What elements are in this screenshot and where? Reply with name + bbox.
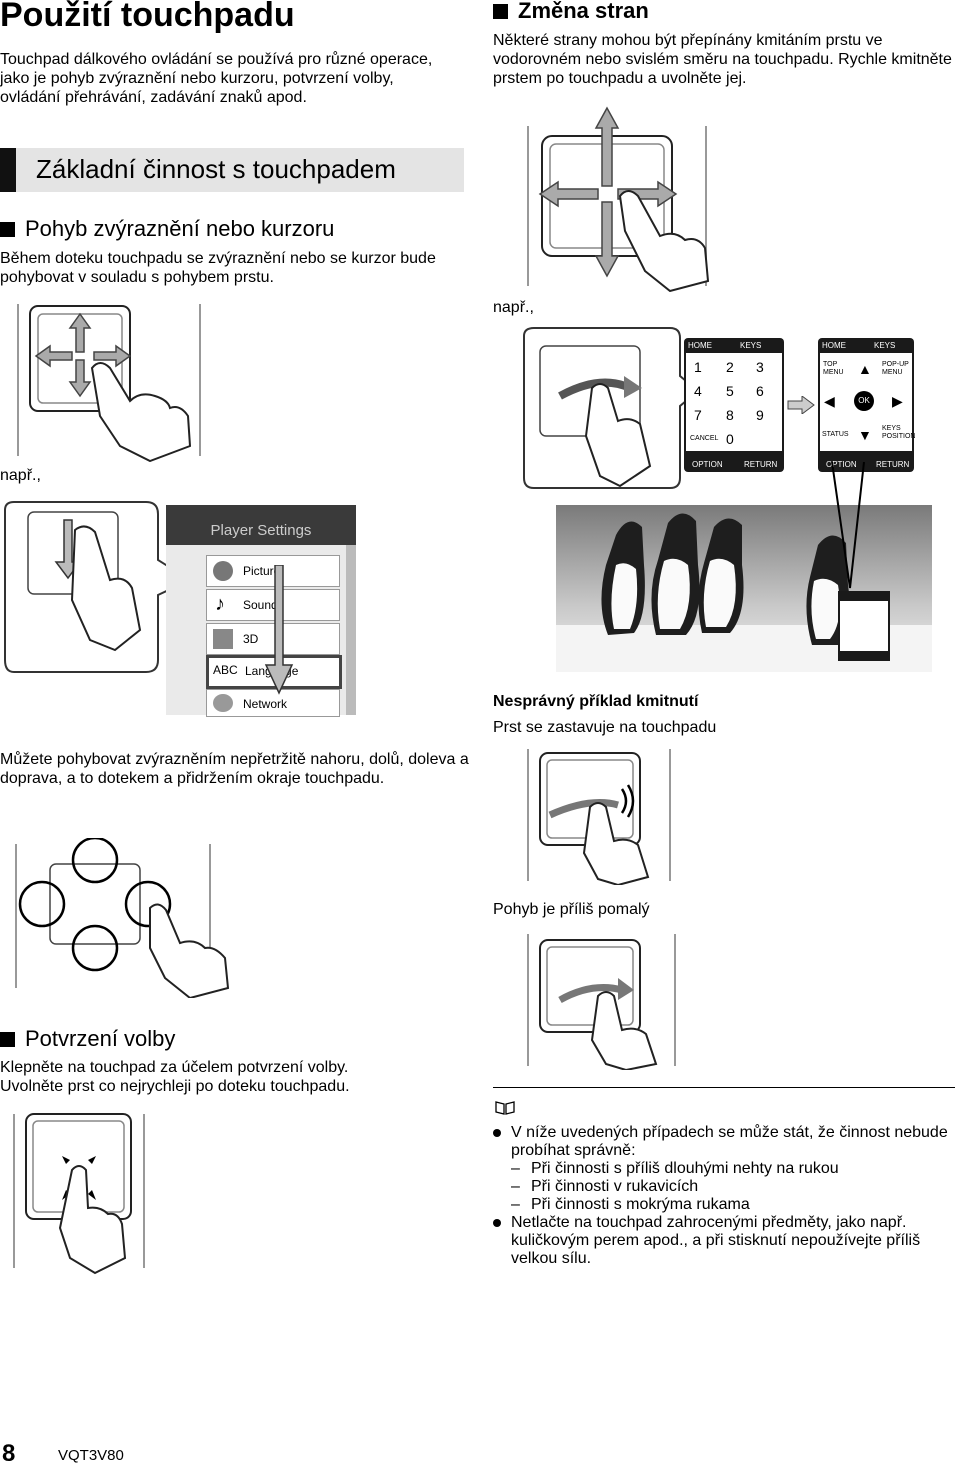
hand-icon [149,903,230,998]
hand-icon [618,190,710,292]
intro-text: Touchpad dálkového ovládání se používá p… [0,51,433,106]
arrow-down-icon [264,565,294,695]
move-cursor-heading: Pohyb zvýraznění nebo kurzoru [25,216,335,241]
wrong-heading: Nesprávný příklad kmitnutí [493,693,699,710]
section-header-bg [0,148,464,192]
bullet-icon [493,1219,501,1227]
page-number: 8 [2,1440,16,1467]
notes-list: V níže uvedených případech se může stát,… [493,1124,953,1268]
circle-top-icon [71,838,119,884]
hand-icon [90,362,192,462]
nav-option-label: OPTION [826,460,857,469]
abc-icon: ABC [213,663,238,677]
eg-label-right: např., [493,299,534,316]
hand-icon [582,802,650,885]
cube-icon [213,629,233,649]
left-triangle-icon: ◀ [824,393,835,409]
hand-icon [70,525,142,652]
bullet-icon [493,1129,501,1137]
touchpad-stop-illustration [527,749,671,885]
note-item: Netlačte na touchpad zahrocenými předmět… [493,1214,953,1268]
globe-icon [213,694,233,712]
picture-icon [213,561,233,581]
section-heading: Základní činnost s touchpadem [36,154,396,184]
page-title: Použití touchpadu [0,0,295,34]
keypad-keys-label: KEYS [740,341,762,350]
book-icon [495,1101,515,1115]
four-way-arrow-icon [538,106,678,278]
hand-icon [590,991,658,1070]
player-settings-menu: Player Settings Picture Sound ♪ 3D Langu… [166,505,356,717]
menu-item-picture[interactable]: Picture [206,555,340,587]
square-bullet-icon [0,1032,15,1048]
note-subitem: –Při činnosti s příliš dlouhými nehty na… [511,1160,839,1177]
move-cursor-heading-row: Pohyb zvýraznění nebo kurzoru [0,216,334,242]
vibration-icon [620,784,635,818]
music-note-icon: ♪ [215,593,225,615]
square-bullet-icon [0,222,15,238]
touchpad-swipe-right-illustration [523,327,690,489]
circle-bottom-icon [71,924,119,972]
note-subitem: –Při činnosti s mokrýma rukama [511,1196,750,1213]
nav-home-label: HOME [822,341,846,350]
keypad-home-label: HOME [688,341,712,350]
nav-grid: TOP MENU ▲ POP-UP MENU ◀ OK ▶ STATUS ▼ K… [820,353,915,451]
four-way-arrow-icon [34,312,132,398]
note-subitem: –Při činnosti v rukavicích [511,1178,699,1195]
touchpad-flick-illustration [527,106,710,292]
note-item: V níže uvedených případech se může stát,… [493,1124,953,1160]
arrow-right-icon [618,978,634,1000]
keypad-option-label: OPTION [692,460,723,469]
keypad-grid: 1 2 3 4 5 6 7 8 9 CANCEL 0 [686,353,782,451]
callout-pointer [831,462,865,589]
nav-keys-label: KEYS [874,341,896,350]
eg-label-left: např., [0,467,41,484]
hand-icon [58,1165,127,1275]
keypad-panel: HOME KEYS 1 2 3 4 5 6 7 8 9 CANCEL 0 OPT… [684,338,784,472]
confirm-line2: Uvolněte prst co nejrychleji po doteku t… [0,1078,350,1095]
down-triangle-icon: ▼ [858,427,872,443]
ok-button-icon: OK [854,391,874,411]
keypad-return-label: RETURN [744,460,778,469]
hand-icon [584,383,652,488]
arrow-right-icon [624,376,642,398]
continuous-text: Můžete pohybovat zvýrazněním nepřetržitě… [0,751,469,787]
doc-code: VQT3V80 [58,1447,124,1464]
confirm-heading: Potvrzení volby [25,1026,176,1051]
menu-item-sound[interactable]: Sound ♪ [206,589,340,621]
move-cursor-text: Během doteku touchpadu se zvýraznění neb… [0,250,436,286]
nav-return-label: RETURN [876,460,910,469]
wrong-stop-label: Prst se zastavuje na touchpadu [493,719,717,736]
page-change-heading-row: Změna stran [493,0,649,24]
menu-item-3d[interactable]: 3D [206,623,340,655]
right-triangle-icon: ▶ [892,393,903,409]
menu-item-network[interactable]: Network [206,689,340,717]
touchpad-tap-illustration [13,1113,145,1275]
page-change-heading: Změna stran [518,0,649,23]
page-change-text: Některé strany mohou být přepínány kmitá… [493,32,952,87]
penguins-photo [556,505,932,672]
touchpad-slow-illustration [527,934,676,1070]
arrow-right-icon [787,396,815,414]
up-triangle-icon: ▲ [858,361,872,377]
wrong-slow-label: Pohyb je příliš pomalý [493,901,650,918]
touchpad-edge-hold-illustration [15,838,230,998]
confirm-line1: Klepněte na touchpad za účelem potvrzení… [0,1059,349,1076]
touchpad-4way-illustration [17,304,201,462]
square-bullet-icon [493,4,508,20]
nav-panel: HOME KEYS TOP MENU ▲ POP-UP MENU ◀ OK ▶ … [818,338,915,472]
circle-left-icon [18,880,66,928]
confirm-heading-row: Potvrzení volby [0,1026,175,1052]
section-header-bar [0,148,16,192]
circle-right-icon [124,880,172,928]
notes-divider [493,1087,955,1088]
touchpad-swipe-down-illustration [4,501,170,673]
menu-title: Player Settings [210,522,312,539]
